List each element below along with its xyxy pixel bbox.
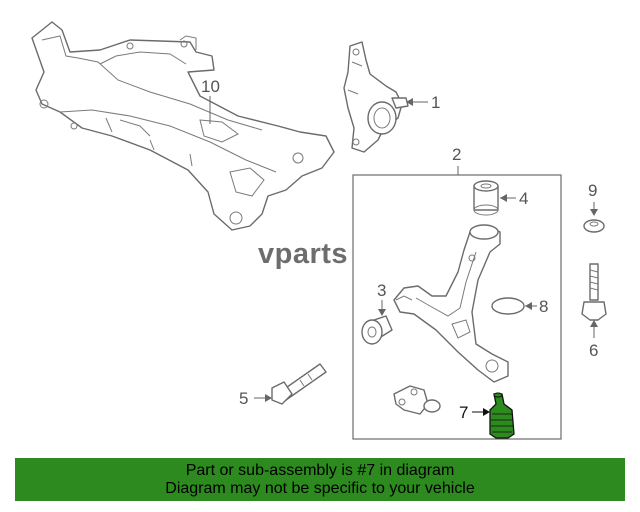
- callout-10: 10: [201, 77, 220, 96]
- callout-5: 5: [239, 389, 248, 408]
- arrow-8: [525, 302, 532, 310]
- info-banner: Part or sub-assembly is #7 in diagram Di…: [15, 458, 625, 501]
- arrow-6: [590, 320, 598, 327]
- banner-line-1: Part or sub-assembly is #7 in diagram: [185, 462, 455, 479]
- bolt-6: [581, 263, 607, 321]
- callout-4: 4: [519, 189, 528, 208]
- watermark-text: vparts: [258, 238, 349, 270]
- vparts-watermark-logo: vparts: [258, 238, 348, 271]
- callout-3: 3: [377, 281, 386, 300]
- subframe-crossmember: [31, 21, 335, 231]
- bolt-5: [271, 363, 327, 405]
- lower-control-arm: [393, 224, 509, 383]
- arrow-1: [406, 98, 413, 106]
- assembly-frame-2: [352, 174, 562, 440]
- callout-9: 9: [588, 181, 597, 200]
- ball-joint-bracket: [393, 385, 441, 415]
- steering-knuckle: [343, 41, 409, 153]
- o-ring-8: [491, 297, 525, 315]
- callout-2: 2: [452, 145, 461, 164]
- callout-7: 7: [459, 403, 468, 422]
- arrow-9: [590, 209, 598, 216]
- arrow-5: [265, 394, 272, 402]
- arrow-3: [378, 309, 386, 316]
- ball-joint-7: [489, 392, 515, 439]
- callout-1: 1: [431, 93, 440, 112]
- washer-9: [583, 219, 605, 233]
- bushing-3: [361, 315, 393, 345]
- bushing-4: [473, 180, 499, 216]
- banner-line-2: Diagram may not be specific to your vehi…: [165, 480, 475, 497]
- callout-6: 6: [589, 341, 598, 360]
- callout-8: 8: [539, 297, 548, 316]
- arrow-4: [500, 194, 507, 202]
- arrow-7: [483, 408, 490, 416]
